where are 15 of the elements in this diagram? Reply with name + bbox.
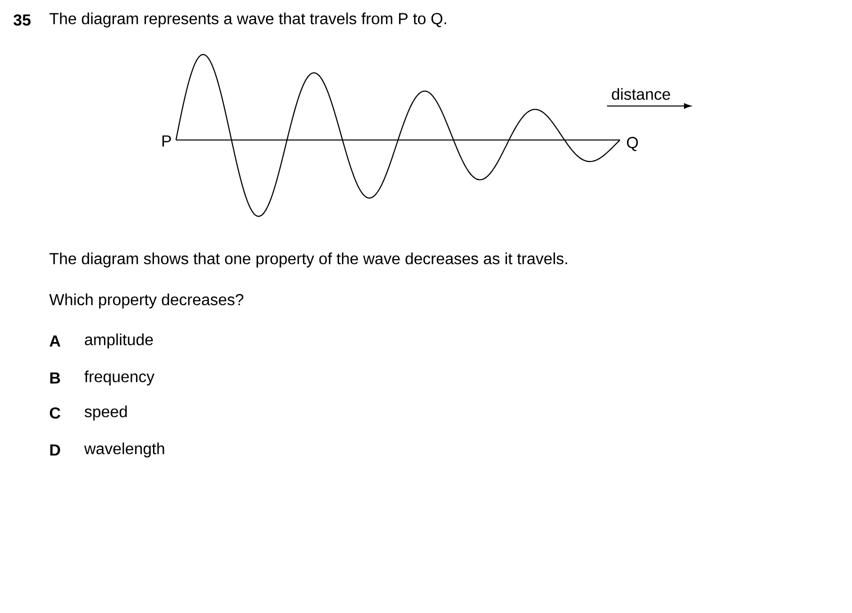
- question-number: 35: [14, 14, 31, 26]
- option-letter: B: [50, 372, 60, 384]
- option-text: speed: [84, 406, 127, 420]
- axis-label: distance: [612, 88, 670, 100]
- question-text: Which property decreases?: [49, 294, 244, 308]
- option-text: wavelength: [84, 442, 164, 458]
- option-text: amplitude: [84, 334, 153, 348]
- option-letter: A: [50, 336, 60, 346]
- option-letter: D: [50, 444, 60, 456]
- point-label: Q: [626, 136, 638, 152]
- option-letter: C: [50, 407, 60, 419]
- point-label: P: [162, 136, 171, 146]
- question-text: The diagram represents a wave that travels from P to Q.: [50, 12, 446, 28]
- body-text: The diagram shows that one property of the wave decreases as it travels.: [50, 252, 568, 268]
- option-text: frequency: [84, 370, 154, 386]
